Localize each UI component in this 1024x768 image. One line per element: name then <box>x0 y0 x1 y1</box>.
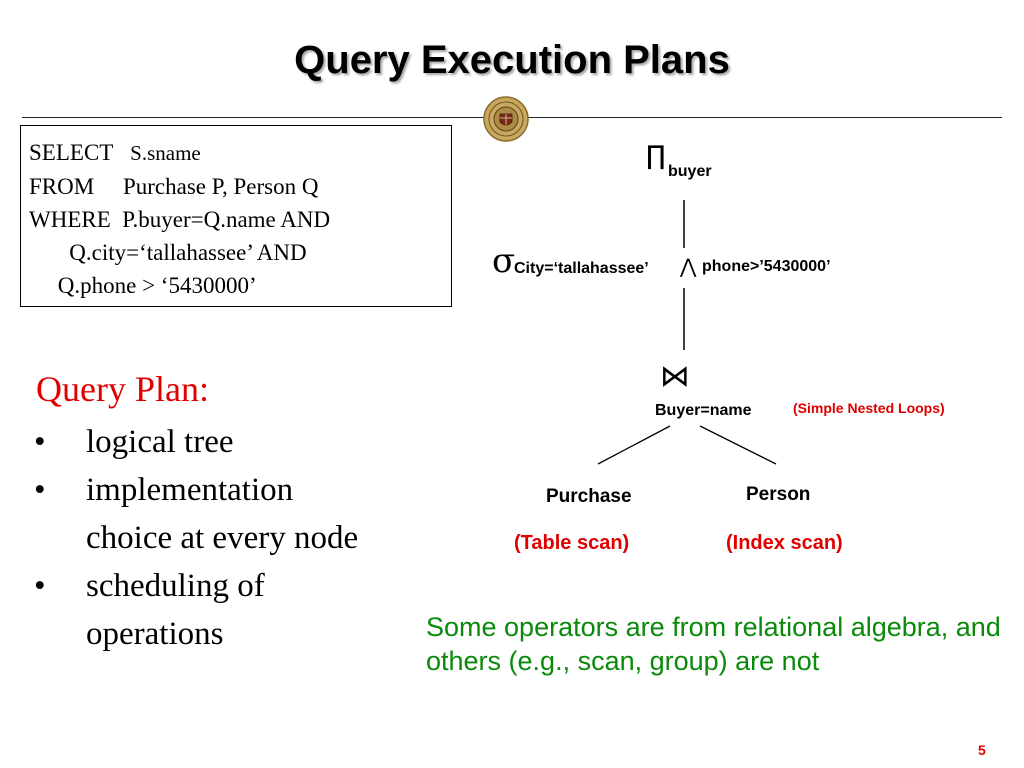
join-implementation: (Simple Nested Loops) <box>793 400 945 416</box>
sql-line-city: Q.city=‘tallahassee’ AND <box>29 236 451 269</box>
bullet-text: implementation choice at every node <box>86 472 359 556</box>
join-condition-label: Buyer=name <box>655 402 752 419</box>
sql-line-select: SELECT S.sname <box>29 136 451 170</box>
selection-condition-right: phone>’5430000’ <box>702 258 831 275</box>
edge-join-purchase <box>597 425 671 465</box>
operators-note: Some operators are from relational algeb… <box>426 612 1001 676</box>
person-implementation: (Index scan) <box>726 532 843 554</box>
bullet-icon: • <box>34 472 46 508</box>
sql-text: Q.phone > ‘5430000’ <box>57 273 257 298</box>
university-seal-icon <box>483 96 529 142</box>
edge-join-person <box>699 425 777 465</box>
page-number: 5 <box>978 742 986 758</box>
selection-and-symbol: ⋀ <box>679 254 697 278</box>
projection-label: buyer <box>668 163 712 180</box>
list-item: • logical tree <box>30 418 360 466</box>
sql-keyword: SELECT <box>29 140 113 165</box>
selection-condition-left: City=‘tallahassee’ <box>514 260 649 277</box>
sql-keyword: FROM <box>29 174 95 199</box>
slide-title: Query Execution Plans <box>294 38 730 82</box>
query-plan-heading: Query Plan: <box>36 369 209 409</box>
query-plan-bullets: • logical tree • implementation choice at … <box>30 418 360 658</box>
join-symbol: ⋈ <box>660 359 690 394</box>
sql-line-from: FROM Purchase P, Person Q <box>29 170 451 203</box>
sql-keyword: WHERE <box>29 207 111 232</box>
sql-text: Purchase P, Person Q <box>122 174 319 199</box>
query-plan-tree: ∏ buyer σ City=‘tallahassee’ ⋀ phone>’54… <box>492 141 945 554</box>
sql-query-box: SELECT S.sname FROM Purchase P, Person Q… <box>20 125 452 307</box>
leaf-purchase: Purchase <box>546 486 632 507</box>
sql-line-phone: Q.phone > ‘5430000’ <box>29 269 451 302</box>
projection-symbol: ∏ <box>646 141 666 171</box>
bullet-text: scheduling of operations <box>86 568 265 652</box>
list-item: • scheduling of operations <box>30 562 360 658</box>
leaf-person: Person <box>746 484 810 505</box>
list-item: • implementation choice at every node <box>30 466 360 562</box>
purchase-implementation: (Table scan) <box>514 532 629 554</box>
bullet-text: logical tree <box>86 424 234 460</box>
bullet-icon: • <box>34 568 46 604</box>
sql-text: S.sname <box>130 141 201 165</box>
selection-symbol: σ <box>492 241 515 281</box>
sql-line-where: WHERE P.buyer=Q.name AND <box>29 203 451 236</box>
bullet-icon: • <box>34 424 46 460</box>
sql-text: Q.city=‘tallahassee’ AND <box>69 240 307 265</box>
sql-text: P.buyer=Q.name AND <box>122 207 331 232</box>
